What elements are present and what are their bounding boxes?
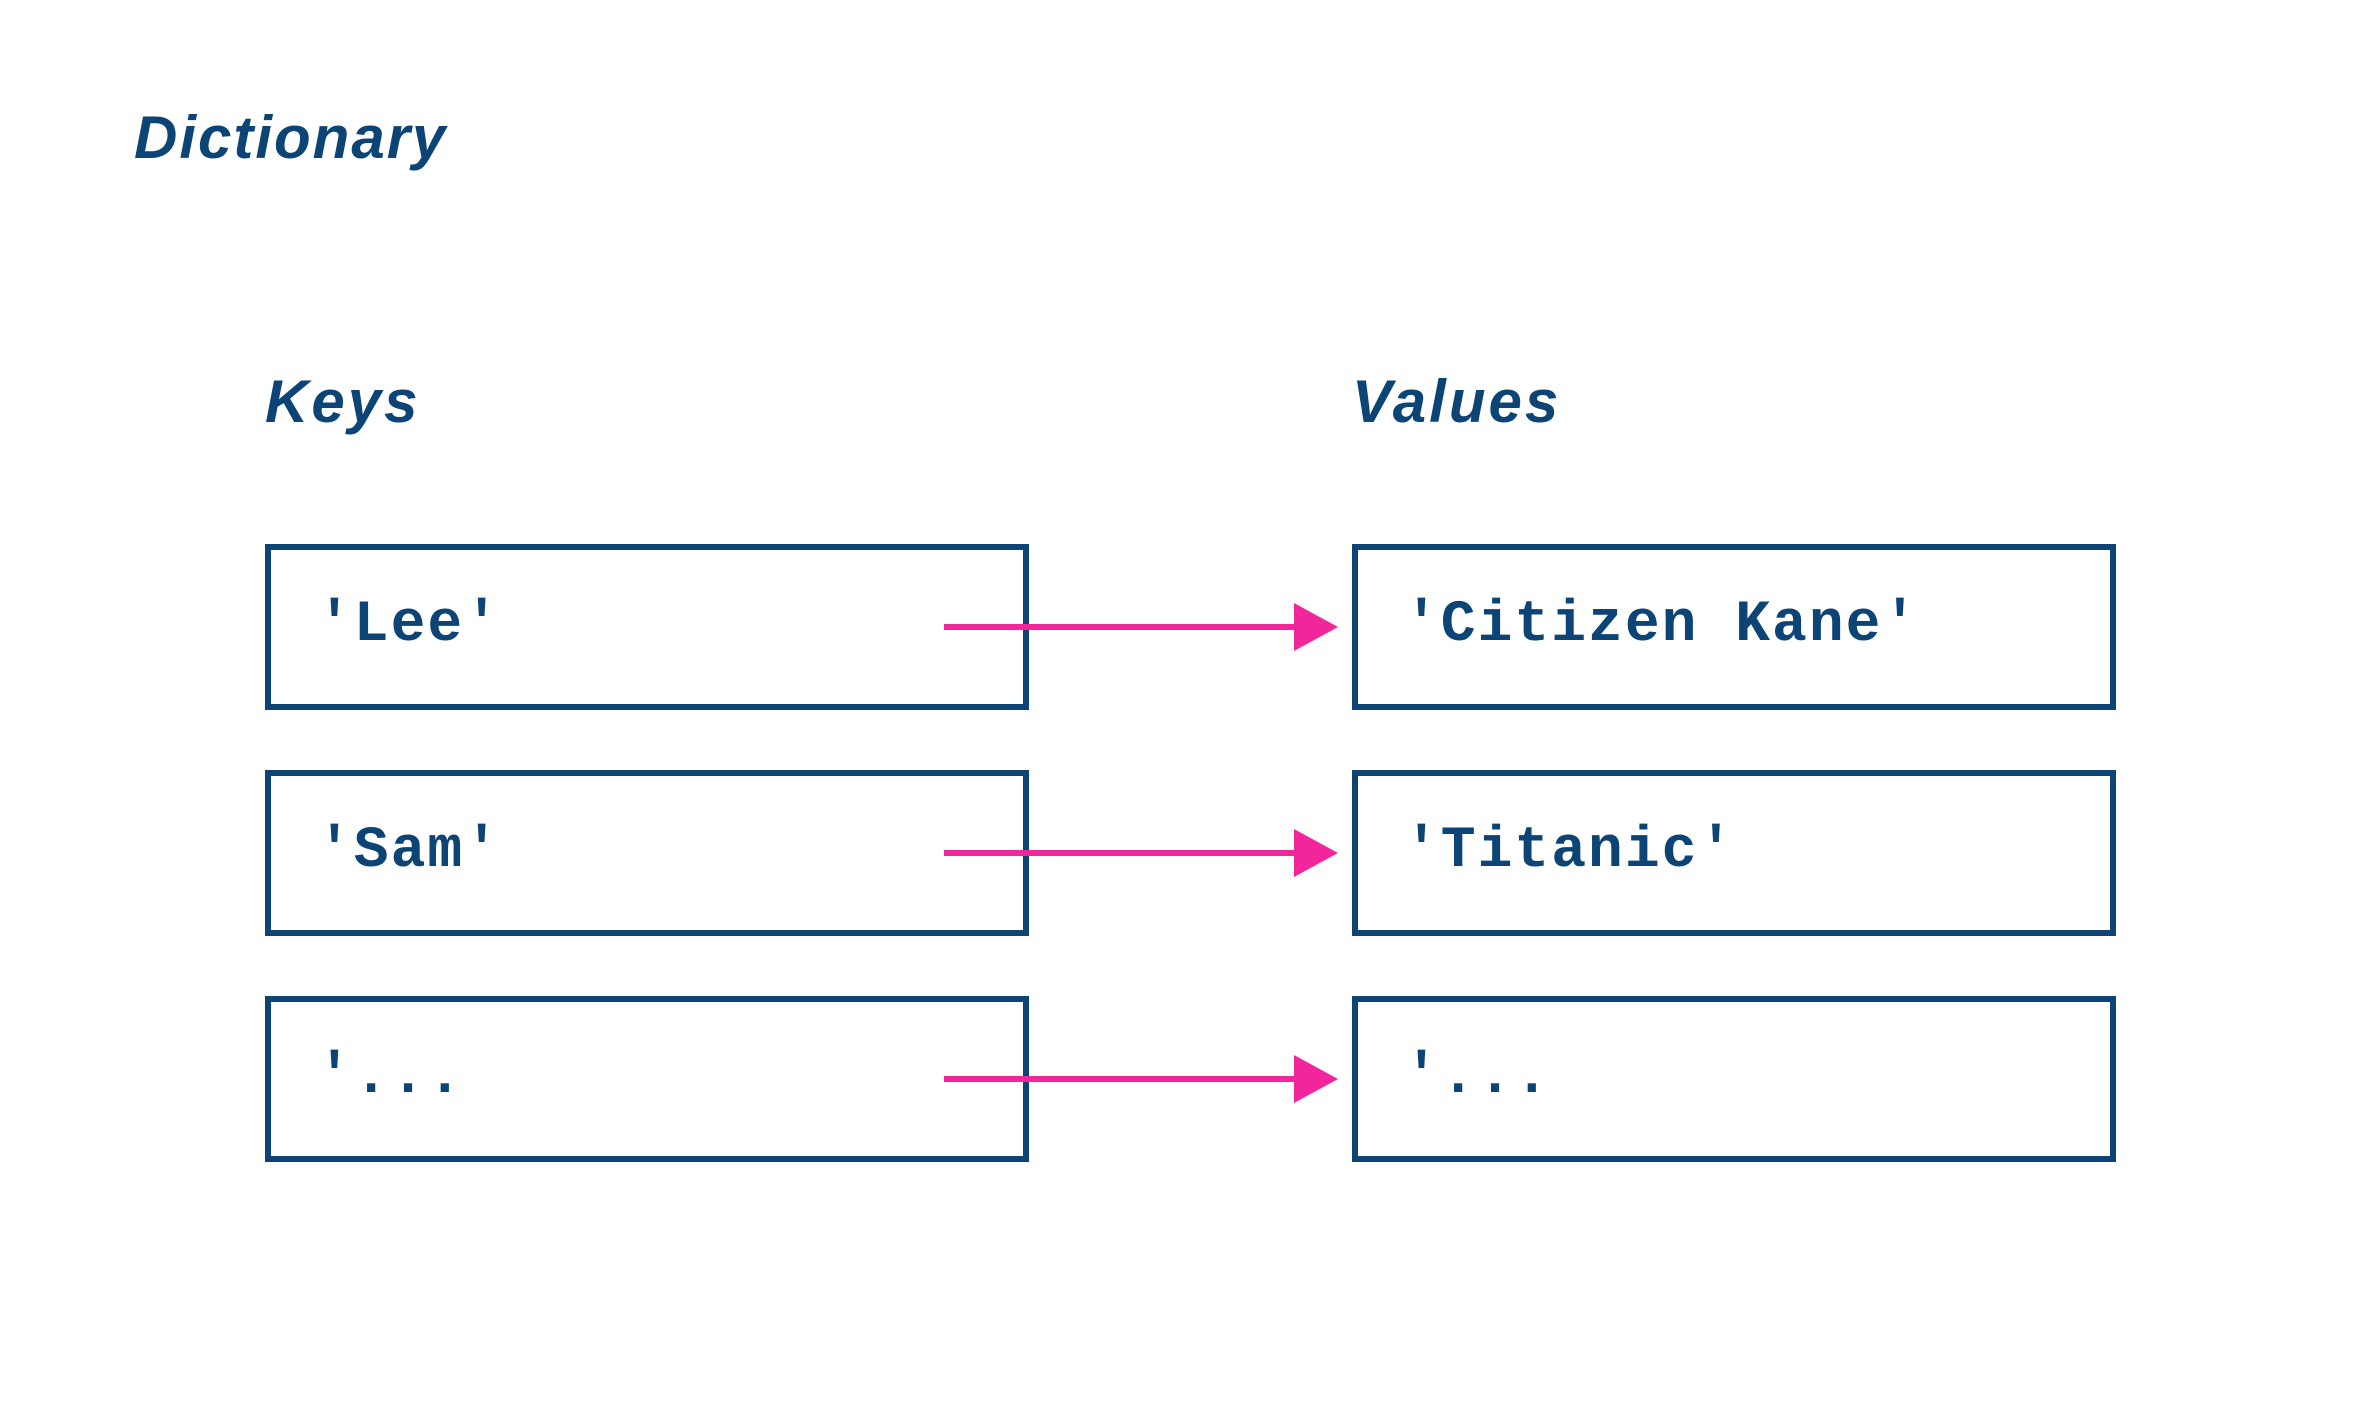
key-text: 'Lee' (317, 593, 502, 659)
value-box: 'Titanic' (1352, 770, 2116, 936)
diagram-title: Dictionary (134, 104, 448, 171)
key-text: '... (317, 1045, 465, 1111)
values-column-label: Values (1352, 368, 1562, 435)
value-text: 'Citizen Kane' (1404, 593, 1920, 659)
arrow-head-icon (1294, 829, 1338, 877)
key-box: 'Lee' (265, 544, 1029, 710)
key-text: 'Sam' (317, 819, 502, 885)
value-box: '... (1352, 996, 2116, 1162)
key-box: '... (265, 996, 1029, 1162)
arrow-head-icon (1294, 1055, 1338, 1103)
keys-column-label: Keys (265, 368, 421, 435)
value-text: 'Titanic' (1404, 819, 1736, 885)
key-box: 'Sam' (265, 770, 1029, 936)
value-text: '... (1404, 1045, 1552, 1111)
value-box: 'Citizen Kane' (1352, 544, 2116, 710)
arrow-head-icon (1294, 603, 1338, 651)
